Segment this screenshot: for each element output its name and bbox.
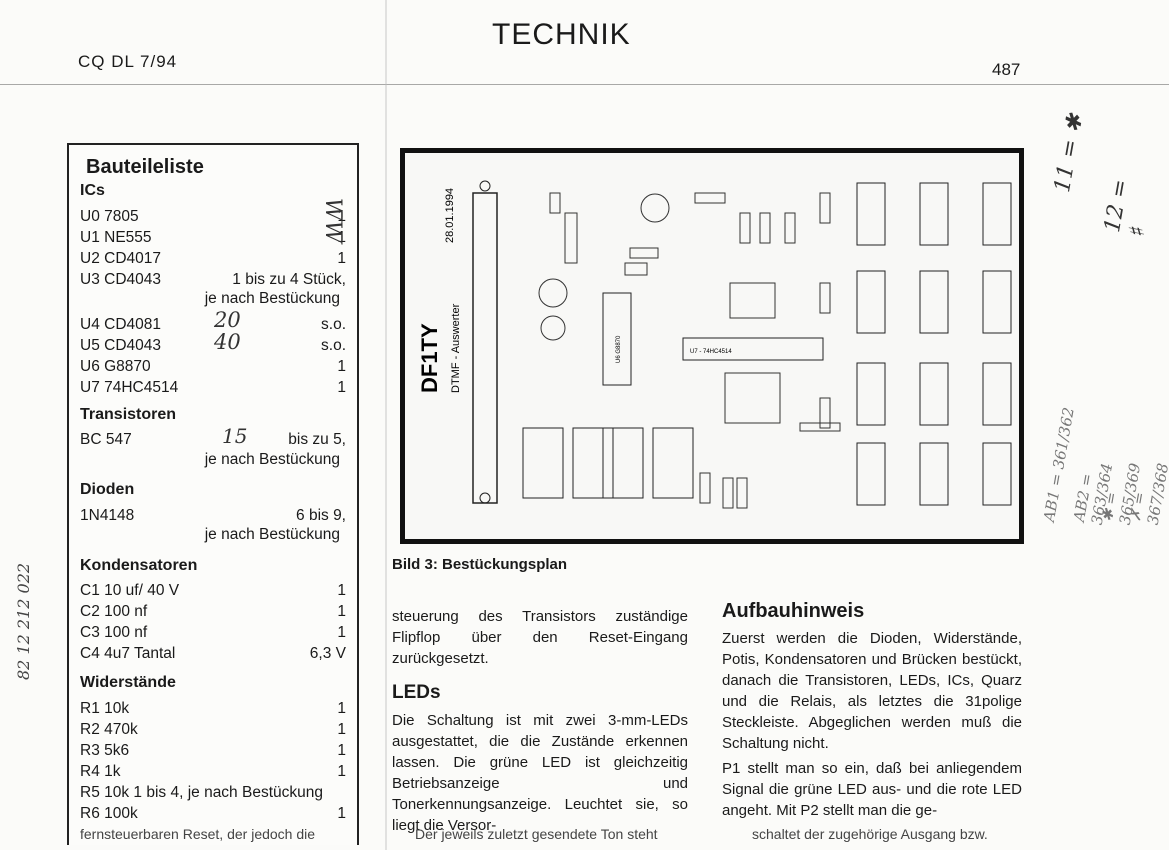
mount-hole: [479, 492, 491, 504]
header-rule: [0, 84, 1169, 85]
pcb-drawing: DF1TY DTMF - Auswerter 28.01.1994 U7 - 7…: [417, 180, 1012, 509]
aufbau-paragraph-2: P1 stellt man so ein, daß bei anliegende…: [722, 760, 1022, 819]
journal-issue: CQ DL 7/94: [78, 52, 178, 71]
cut-text-middle: Der jeweils zuletzt gesendete Ton steht: [415, 826, 658, 842]
u7-label: U7 - 74HC4514: [690, 349, 732, 355]
aufbau-heading: Aufbauhinweis: [722, 600, 865, 622]
relays: [522, 427, 694, 499]
board-subtitle: DTMF - Auswerter: [450, 303, 462, 393]
leds-heading: LEDs: [392, 682, 441, 703]
board-date: 28.01.1994: [444, 188, 456, 243]
figure-caption: Bild 3: Bestückungsplan: [392, 556, 568, 573]
u6-label: U6 G8870: [616, 335, 622, 363]
parts-list-title: Bauteileliste: [86, 156, 204, 178]
connector-strip: [472, 192, 498, 504]
board-callsign: DF1TY: [417, 323, 442, 393]
capacitors-heading: Kondensatoren: [80, 557, 198, 574]
handwriting-ww: WW: [320, 197, 346, 244]
part-note: je nach Bestückung: [204, 526, 340, 543]
mount-hole: [479, 180, 491, 192]
ic-u7: [682, 337, 824, 361]
section-title: TECHNIK: [492, 18, 631, 51]
parts-list-box: [67, 143, 359, 845]
pcb-layout: DF1TY DTMF - Auswerter 28.01.1994 U7 - 7…: [400, 148, 1024, 544]
cut-text-right: schaltet der zugehörige Ausgang bzw.: [752, 826, 988, 842]
handwriting-margin-2: 12 = ♯: [1100, 177, 1152, 239]
cut-text-left: fernsteuerbaren Reset, der jedoch die: [80, 826, 316, 842]
leds-paragraph: Die Schaltung ist mit zwei 3-mm-LEDs aus…: [392, 712, 688, 834]
transistors-heading: Transistoren: [80, 406, 177, 423]
handwriting-margin-1: 11 = ✱: [1050, 112, 1089, 195]
small-components: [538, 192, 841, 432]
handwriting-left-margin: 82 12 212 022: [14, 562, 33, 680]
aufbau-paragraph: Zuerst werden die Dioden, Widerstände, P…: [722, 630, 1022, 752]
page-number: 487: [992, 60, 1021, 79]
handwriting-15: 15: [222, 424, 248, 448]
ics-heading: ICs: [80, 182, 105, 199]
ic-columns: [856, 182, 1012, 506]
paper-fold: [385, 0, 387, 850]
resistors-heading: Widerstände: [80, 674, 176, 691]
handwriting-20: 20: [214, 308, 241, 332]
diodes-heading: Dioden: [80, 481, 135, 498]
ic-u6: [602, 292, 632, 386]
handwriting-40: 40: [214, 330, 241, 354]
part-note: je nach Bestückung: [204, 290, 340, 307]
middle-paragraph: steuerung des Transistors zuständige Fli…: [392, 608, 688, 667]
bridges: [699, 472, 748, 509]
part-note: je nach Bestückung: [204, 451, 340, 468]
